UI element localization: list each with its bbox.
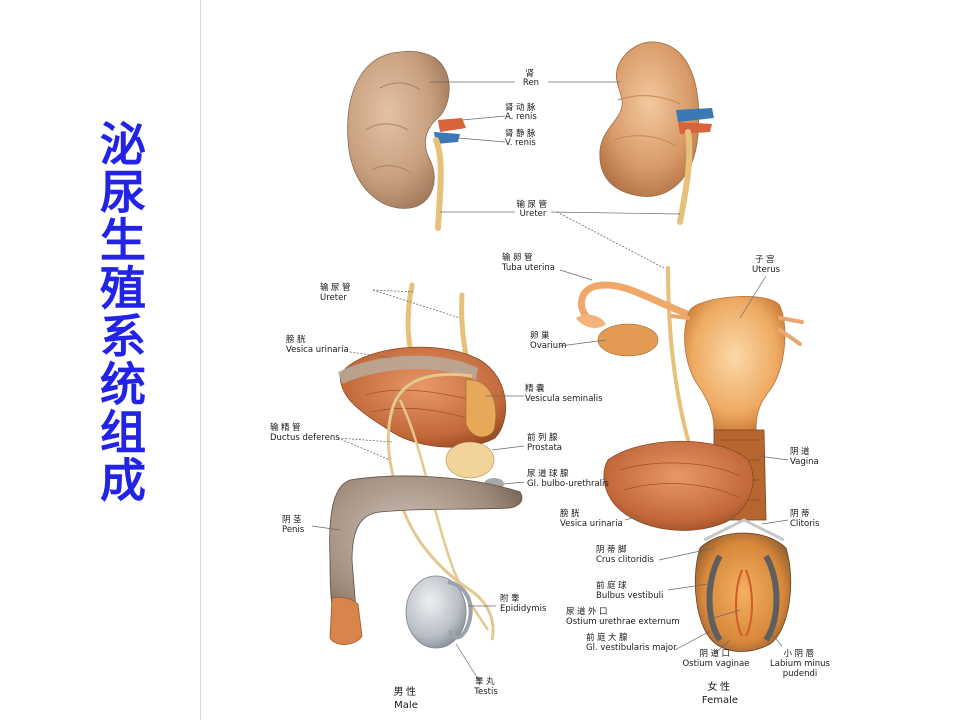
label-testis-zh: 睾丸 xyxy=(475,676,497,687)
vertical-divider xyxy=(200,0,201,720)
label-glvest-zh: 前庭大腺 xyxy=(586,632,630,643)
label-penis-zh: 阴茎 xyxy=(282,514,304,525)
label-ostium-u-en: Ostium urethrae externum xyxy=(566,617,680,627)
caption-male-zh: 男性 xyxy=(394,685,419,698)
label-testis-en: Testis xyxy=(473,687,498,697)
label-ren-zh: 肾 xyxy=(525,69,536,79)
male-system-illustration xyxy=(329,282,523,649)
female-system-illustration xyxy=(576,266,804,652)
label-ostium-u-zh: 尿道外口 xyxy=(566,606,610,617)
label-ureter-top-zh: 输尿管 xyxy=(516,199,549,210)
caption-female-en: Female xyxy=(702,695,738,706)
label-vagina-en: Vagina xyxy=(790,457,819,467)
label-ductus-zh: 输精管 xyxy=(270,422,303,433)
label-glvest-en: Gl. vestibularis major xyxy=(586,643,677,653)
leader-lines xyxy=(311,81,789,683)
label-ureter-left-en: Ureter xyxy=(320,293,347,303)
label-ostium-v-en: Ostium vaginae xyxy=(682,659,749,669)
label-uterus-en: Uterus xyxy=(752,265,781,275)
label-ductus-en: Ductus deferens xyxy=(270,433,340,443)
label-epid-zh: 附睾 xyxy=(500,593,522,604)
label-clitoris-en: Clitoris xyxy=(790,519,820,529)
label-ovarium-zh: 卵巢 xyxy=(530,330,552,341)
label-bulbus-zh: 前庭球 xyxy=(596,580,629,591)
label-bulbo-en: Gl. bulbo-urethralis xyxy=(527,479,609,489)
caption-female-zh: 女性 xyxy=(708,680,733,693)
label-vagina-zh: 阴道 xyxy=(790,446,812,457)
label-vesicula-zh: 精囊 xyxy=(525,383,547,394)
labels: 肾 Ren 肾动脉 A. renis 肾静脉 V. renis 输尿管 Uret… xyxy=(270,69,831,711)
label-tuba-zh: 输卵管 xyxy=(502,252,535,263)
label-clitoris-zh: 阴蒂 xyxy=(790,508,812,519)
label-ovarium-en: Ovarium xyxy=(530,341,566,351)
label-labium-zh: 小阴唇 xyxy=(783,648,816,659)
label-bulbus-en: Bulbus vestibuli xyxy=(596,591,663,601)
label-prostata-zh: 前列腺 xyxy=(527,432,560,443)
label-vrenis-zh: 肾静脉 xyxy=(505,128,538,139)
left-kidney-illustration xyxy=(347,50,466,231)
label-ostium-v-zh: 阴道口 xyxy=(699,648,732,659)
label-uterus-zh: 子宫 xyxy=(755,254,777,265)
label-crus-zh: 阴蒂脚 xyxy=(596,544,629,555)
label-penis-en: Penis xyxy=(282,525,305,535)
label-epid-en: Epididymis xyxy=(500,604,547,614)
label-vesica-m-en: Vesica urinaria xyxy=(286,345,349,355)
label-bulbo-zh: 尿道球腺 xyxy=(527,468,571,479)
label-arenis-zh: 肾动脉 xyxy=(505,102,538,113)
label-ureter-left-zh: 输尿管 xyxy=(320,282,353,293)
label-vesica-f-zh: 膀胱 xyxy=(560,508,582,519)
slide-title: 泌尿生殖系统组成 xyxy=(93,120,147,504)
label-vesica-f-en: Vesica urinaria xyxy=(560,519,623,529)
caption-male-en: Male xyxy=(394,700,418,711)
label-labium-en2: pudendi xyxy=(783,669,818,679)
label-prostata-en: Prostata xyxy=(527,443,562,453)
label-arenis-en: A. renis xyxy=(505,112,537,122)
label-crus-en: Crus clitoridis xyxy=(596,555,654,565)
label-vesica-m-zh: 膀胱 xyxy=(286,334,308,345)
label-ureter-top-en: Ureter xyxy=(520,209,547,219)
label-ren-en: Ren xyxy=(523,78,539,88)
right-kidney-illustration xyxy=(599,41,714,225)
label-vrenis-en: V. renis xyxy=(505,138,536,148)
label-tuba-en: Tuba uterina xyxy=(501,263,555,273)
label-labium-en1: Labium minus xyxy=(770,659,830,669)
label-vesicula-en: Vesicula seminalis xyxy=(525,394,603,404)
